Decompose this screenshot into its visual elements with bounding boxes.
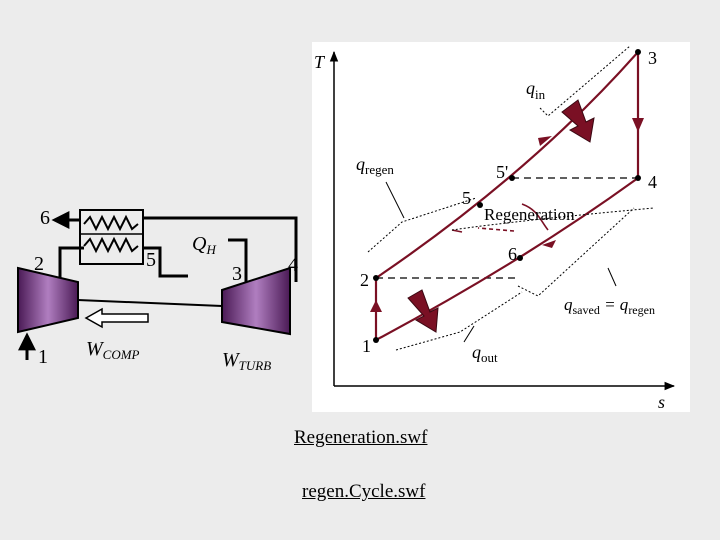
point-3-label: 3: [648, 48, 657, 68]
point-1-label: 1: [362, 336, 371, 356]
q-in-label: qin: [526, 78, 546, 102]
regenerator-coil-top: [83, 214, 139, 232]
ts-diagram-canvas: T s: [314, 45, 676, 412]
point-2-label: 2: [360, 270, 369, 290]
regeneration-swf-link[interactable]: Regeneration.swf: [294, 427, 428, 448]
regeneration-arrows: [451, 203, 549, 233]
heat-addition-box: [188, 232, 228, 276]
shaft: [77, 299, 223, 307]
q-saved-label: qsaved = qregen: [564, 295, 655, 317]
point-5-label: 5: [462, 188, 471, 208]
s-axis-label: s: [658, 392, 665, 412]
turbine: [221, 266, 291, 336]
state-3-label: 3: [232, 263, 242, 285]
regenerative-cycle-schematic: 6 2 1 5 3 4 QH WCOMP WTURB: [17, 207, 298, 373]
process-4-1: [375, 177, 639, 341]
compressor: [17, 266, 79, 334]
state-5-label: 5: [146, 249, 156, 271]
q-regen-brace: [367, 197, 477, 253]
braces: [367, 45, 655, 351]
regenerator-coil-bottom: [83, 236, 139, 254]
q-regen-label: qregen: [356, 154, 394, 177]
regen-cycle-swf-link[interactable]: regen.Cycle.swf: [302, 481, 426, 502]
cycle-direction-arrows: [370, 118, 644, 312]
regeneration-label: Regeneration: [484, 205, 575, 224]
work-comp-arrow: [84, 307, 149, 329]
point-4-label: 4: [648, 172, 657, 192]
work-turb-label: WTURB: [222, 349, 271, 373]
q-in-brace: [539, 45, 631, 117]
piping: [51, 211, 298, 282]
process-2-3: [375, 51, 639, 279]
point-5prime-label: 5': [496, 162, 508, 182]
heat-in-arrow: [561, 99, 595, 143]
heat-in-label: QH: [192, 233, 216, 257]
t-axis-label: T: [314, 52, 326, 72]
ts-diagram: T s: [312, 42, 690, 412]
point-6-label: 6: [508, 244, 517, 264]
state-2-label: 2: [34, 253, 44, 275]
state-4-label: 4: [288, 254, 298, 276]
work-comp-label: WCOMP: [86, 338, 140, 362]
leader-lines: [385, 181, 617, 343]
dashed-guides: [376, 177, 638, 279]
state-6-label: 6: [40, 207, 50, 229]
state-1-label: 1: [38, 346, 48, 368]
heat-out-arrow: [407, 289, 439, 333]
q-saved-brace: [517, 207, 635, 297]
state-points: [373, 49, 641, 343]
regenerator: [79, 209, 144, 265]
q-out-label: qout: [472, 342, 498, 365]
